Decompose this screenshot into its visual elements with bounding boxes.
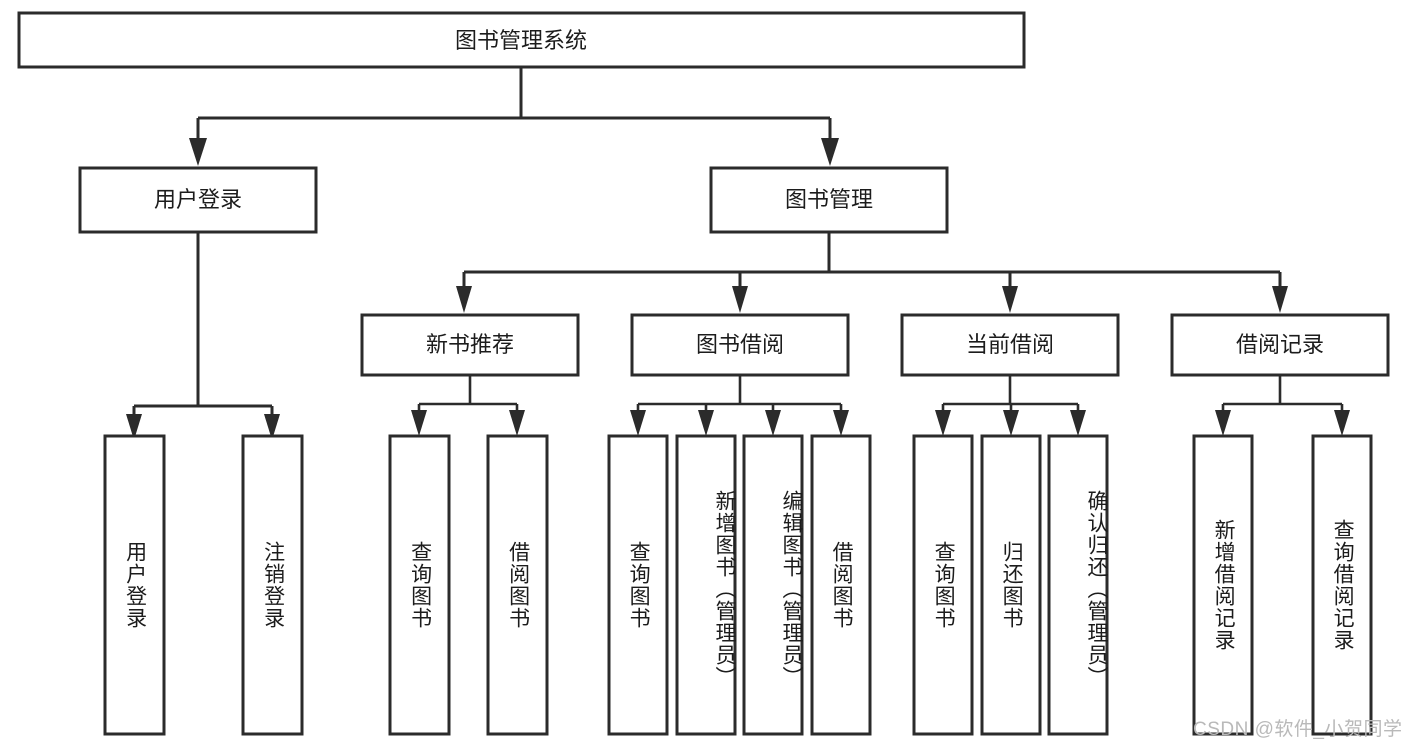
arrowhead-leaf-query-book-1 — [411, 410, 427, 436]
node-current-borrow[interactable]: 当前借阅 — [900, 313, 1120, 377]
book-borrow-box — [630, 313, 850, 377]
leaf-box-borrow-book-1[interactable] — [486, 434, 549, 736]
new-book-rec-label: 新书推荐 — [426, 332, 514, 357]
leaf-box-user-login[interactable] — [103, 434, 166, 736]
arrowhead-user-login — [189, 138, 207, 166]
leaf-box-add-record[interactable] — [1192, 434, 1254, 736]
leaf-box-return-book[interactable] — [980, 434, 1042, 736]
leaf-box-query-book-2[interactable] — [607, 434, 669, 736]
current-borrow-label: 当前借阅 — [966, 332, 1054, 357]
leaf-box-edit-book[interactable] — [742, 434, 804, 736]
leaf-box-borrow-book-2[interactable] — [810, 434, 872, 736]
book-manage-box — [709, 166, 949, 234]
arrowhead-leaf-edit-book — [765, 410, 781, 436]
arrowhead-leaf-logout — [264, 414, 280, 440]
node-book-manage[interactable]: 图书管理 — [709, 166, 949, 234]
borrow-record-label: 借阅记录 — [1236, 332, 1324, 357]
leaf-box-add-book[interactable] — [675, 434, 737, 736]
node-borrow-record[interactable]: 借阅记录 — [1170, 313, 1390, 377]
arrowhead-leaf-borrow-book-1 — [509, 410, 525, 436]
leaf-box-query-book-1[interactable] — [388, 434, 451, 736]
node-root[interactable]: 图书管理系统 — [17, 11, 1026, 69]
arrowhead-leaf-query-book-2 — [630, 410, 646, 436]
arrowhead-leaf-add-record — [1215, 410, 1231, 436]
arrowhead-current-borrow — [1002, 286, 1018, 313]
current-borrow-box — [900, 313, 1120, 377]
arrowhead-leaf-return-book — [1003, 410, 1019, 436]
arrowhead-leaf-confirm-return — [1070, 410, 1086, 436]
arrowhead-book-manage — [821, 138, 839, 166]
leaf-box-logout[interactable] — [241, 434, 304, 736]
leaf-box-query-record[interactable] — [1311, 434, 1373, 736]
root-label: 图书管理系统 — [455, 28, 587, 53]
new-book-rec-box — [360, 313, 580, 377]
leaf-box-confirm-return[interactable] — [1047, 434, 1109, 736]
arrowhead-leaf-query-book-3 — [935, 410, 951, 436]
borrow-record-box — [1170, 313, 1390, 377]
arrowhead-borrow-record — [1272, 286, 1288, 313]
watermark-text: CSDN @软件_小贺同学 — [1193, 719, 1403, 740]
book-borrow-label: 图书借阅 — [696, 332, 784, 357]
arrowhead-leaf-add-book — [698, 410, 714, 436]
arrowhead-book-borrow — [732, 286, 748, 313]
arrowhead-new-book-rec — [456, 286, 472, 313]
book-manage-label: 图书管理 — [785, 187, 873, 212]
arrowhead-leaf-user-login — [126, 414, 142, 440]
node-user-login[interactable]: 用户登录 — [78, 166, 318, 234]
arrowhead-leaf-borrow-book-2 — [833, 410, 849, 436]
user-login-label: 用户登录 — [154, 187, 242, 212]
node-new-book-rec[interactable]: 新书推荐 — [360, 313, 580, 377]
leaf-box-query-book-3[interactable] — [912, 434, 974, 736]
arrowhead-leaf-query-record — [1334, 410, 1350, 436]
node-book-borrow[interactable]: 图书借阅 — [630, 313, 850, 377]
root-box — [17, 11, 1026, 69]
